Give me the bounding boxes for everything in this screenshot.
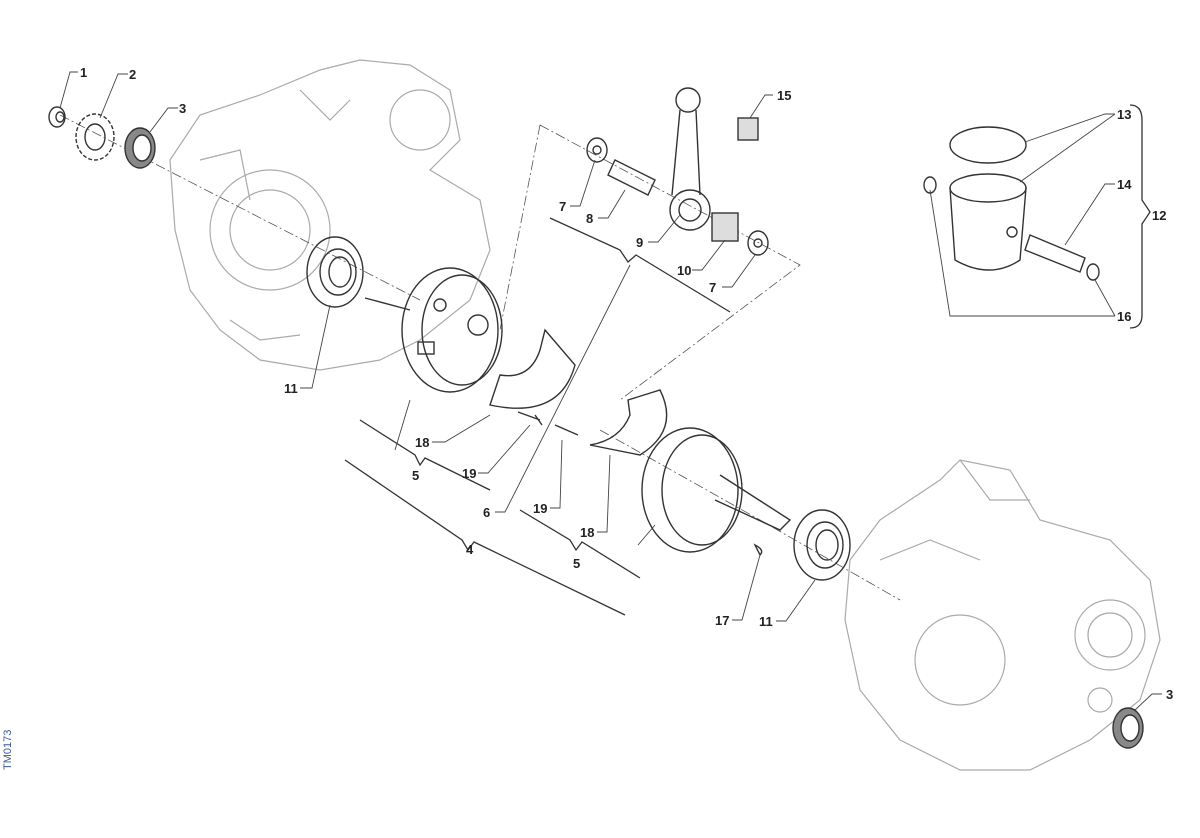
sprocket xyxy=(75,113,115,161)
crank-half-left xyxy=(364,267,503,393)
nut xyxy=(48,106,66,128)
drawing-code: TM0173 xyxy=(2,729,14,770)
callout-8: 8 xyxy=(586,211,593,226)
right-crankcase xyxy=(844,459,1161,771)
callout-19: 19 xyxy=(462,466,476,481)
washer-right xyxy=(747,230,769,256)
grouping-braces xyxy=(344,104,1151,616)
callout-13: 13 xyxy=(1117,107,1131,122)
callout-18b: 18 xyxy=(580,525,594,540)
circlip-left xyxy=(923,176,937,194)
callout-2: 2 xyxy=(129,67,136,82)
callout-7b: 7 xyxy=(709,280,716,295)
callout-6: 6 xyxy=(483,505,490,520)
washer-left xyxy=(586,137,608,163)
callout-5b: 5 xyxy=(573,556,580,571)
piston-pin xyxy=(1024,234,1086,273)
callout-19b: 19 xyxy=(533,501,547,516)
callout-11b: 11 xyxy=(759,614,773,629)
callout-12: 12 xyxy=(1152,208,1166,223)
needle-bearing-small xyxy=(737,117,759,141)
callout-18: 18 xyxy=(415,435,429,450)
center-axis xyxy=(59,114,901,601)
woodruff-key xyxy=(753,543,763,557)
callout-4: 4 xyxy=(466,542,474,557)
callout-15: 15 xyxy=(777,88,791,103)
callout-5: 5 xyxy=(412,468,419,483)
callout-1: 1 xyxy=(80,65,87,80)
left-crankcase xyxy=(169,59,491,371)
piston-ring xyxy=(949,126,1027,164)
callout-labels: 1 2 3 11 18 19 5 4 6 7 8 9 10 7 15 13 14… xyxy=(80,65,1173,702)
screw-left xyxy=(517,411,543,426)
callout-11: 11 xyxy=(284,381,298,396)
callout-3b: 3 xyxy=(1166,687,1173,702)
oil-seal-left xyxy=(124,127,156,169)
callout-9: 9 xyxy=(636,235,643,250)
screw-right xyxy=(554,424,579,436)
bearing-right xyxy=(793,509,851,581)
bearing-left xyxy=(306,236,364,308)
counterweight-right xyxy=(589,389,668,456)
circlip-right xyxy=(1086,263,1100,281)
piston xyxy=(949,173,1027,271)
counterweight-left xyxy=(489,328,576,409)
needle-bearing-big xyxy=(711,212,739,242)
callout-14: 14 xyxy=(1117,177,1132,192)
callout-10: 10 xyxy=(677,263,691,278)
callout-17: 17 xyxy=(715,613,729,628)
callout-16: 16 xyxy=(1117,309,1131,324)
oil-seal-right xyxy=(1112,707,1144,749)
crank-half-right xyxy=(641,427,792,553)
crank-pin xyxy=(607,159,656,196)
callout-7: 7 xyxy=(559,199,566,214)
leader-lines xyxy=(59,71,1162,711)
callout-3: 3 xyxy=(179,101,186,116)
conrod xyxy=(669,87,711,231)
